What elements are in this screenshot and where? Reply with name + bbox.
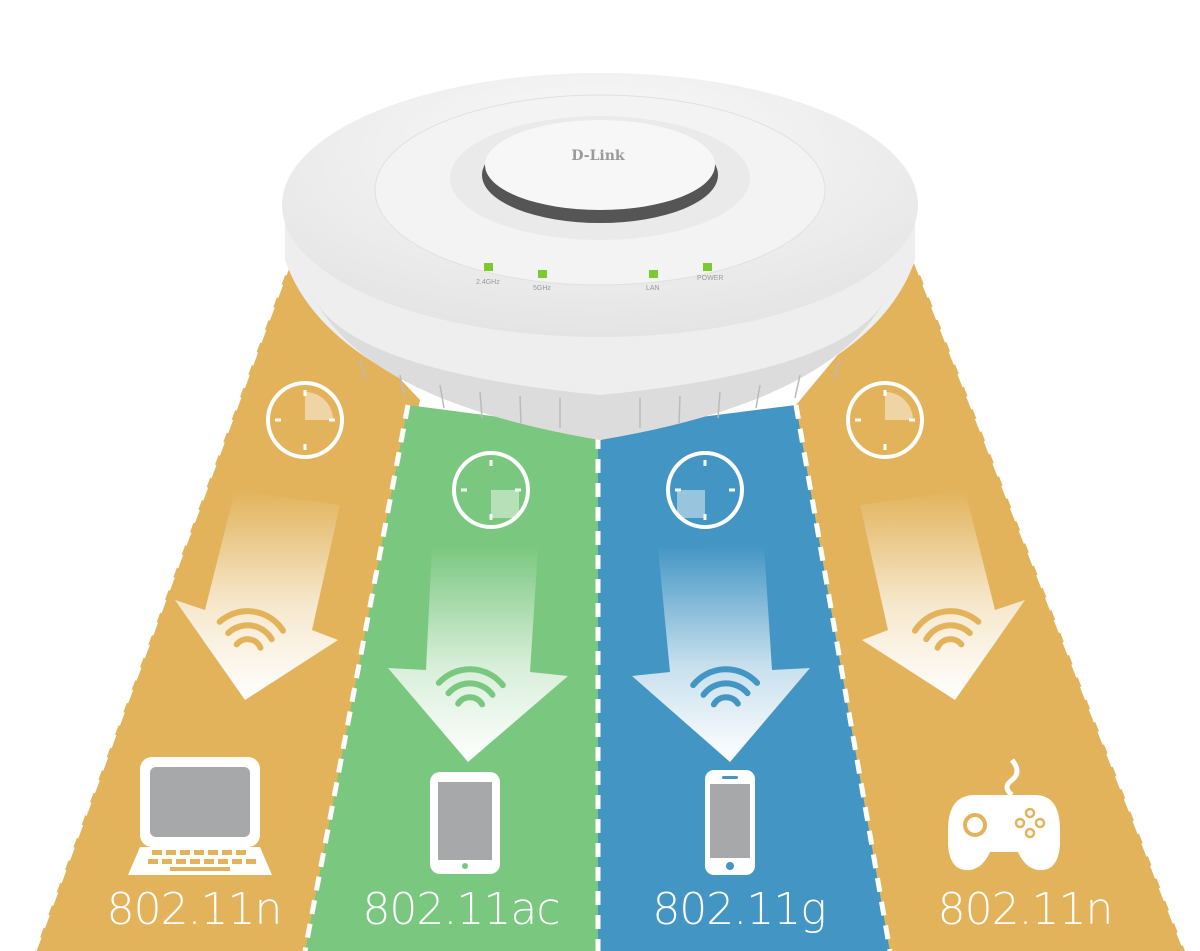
clock-icon xyxy=(846,381,924,459)
wifi-icon xyxy=(911,608,982,651)
led-label: 5GHz xyxy=(533,285,551,292)
led-power xyxy=(703,263,712,271)
standard-label: 802.11g xyxy=(652,884,826,935)
led-label: POWER xyxy=(697,275,723,282)
down-arrow xyxy=(860,490,1025,700)
lane-dividers xyxy=(33,261,1187,951)
access-point: D-Link 2.4GHz 5GHz LAN POWER xyxy=(282,73,918,440)
gamepad-icon xyxy=(948,758,1060,871)
led-label: 2.4GHz xyxy=(476,279,500,286)
led-label: LAN xyxy=(646,285,660,292)
led-24ghz xyxy=(484,263,493,271)
clock-icon xyxy=(452,451,530,529)
wifi-icon xyxy=(216,608,287,651)
wifi-icon xyxy=(690,666,761,708)
wifi-icon xyxy=(435,666,506,708)
tablet-icon xyxy=(430,772,500,874)
clock-icon xyxy=(666,451,744,529)
standard-label: 802.11n xyxy=(937,884,1114,935)
standard-label: 802.11n xyxy=(106,884,283,935)
brand-logo: D-Link xyxy=(571,148,625,164)
led-5ghz xyxy=(538,270,547,278)
standard-label: 802.11ac xyxy=(362,884,560,935)
smartphone-icon xyxy=(705,770,755,875)
led-lan xyxy=(649,270,658,278)
down-arrow xyxy=(388,545,568,762)
down-arrow xyxy=(632,545,810,762)
clock-icon xyxy=(266,381,344,459)
down-arrow xyxy=(175,490,340,700)
laptop-icon xyxy=(128,757,272,875)
